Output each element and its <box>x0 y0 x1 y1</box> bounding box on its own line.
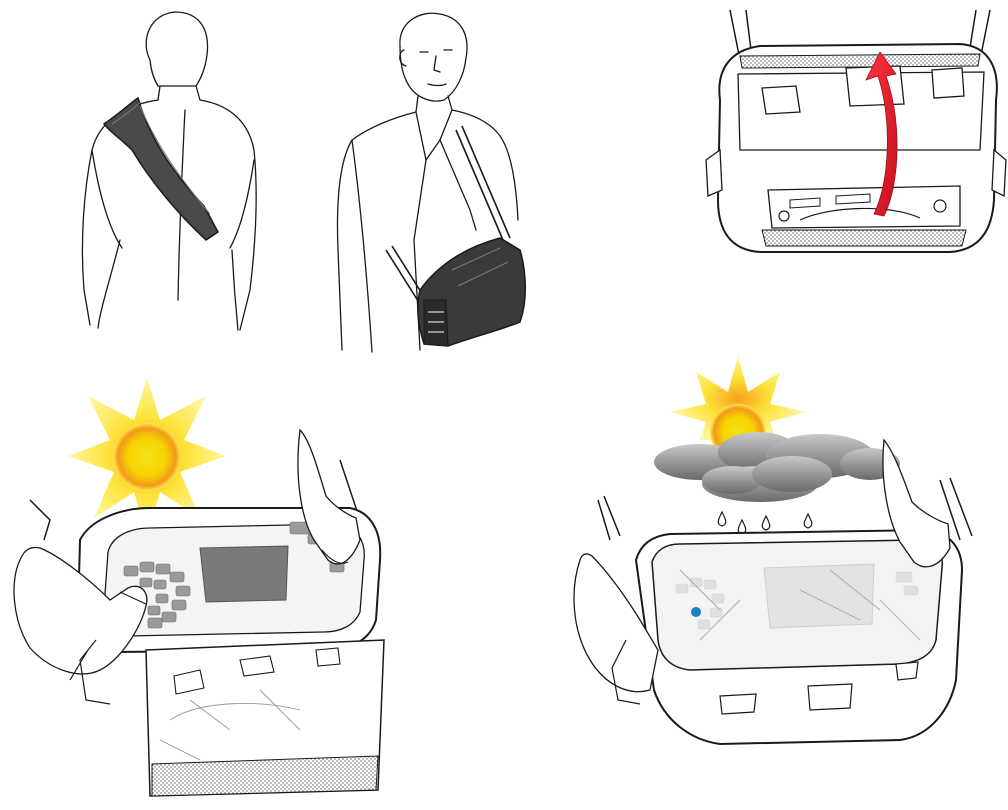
case-open-top-view <box>706 10 1006 252</box>
cloud-icon <box>654 432 900 502</box>
indicator-light <box>691 607 701 617</box>
device-screen <box>200 546 288 602</box>
carry-case <box>418 238 525 346</box>
device-sunny-use <box>14 430 384 796</box>
shoulder-strap <box>104 98 218 240</box>
